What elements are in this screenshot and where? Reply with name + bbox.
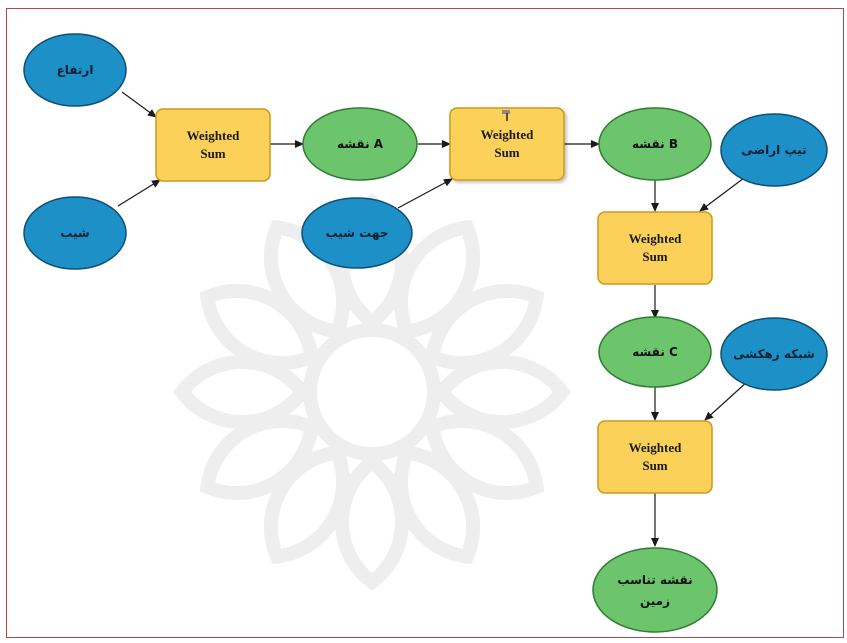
tool-label-line2: Sum [642,458,667,473]
input-node-drainage[interactable]: شبکه زهکشی [720,317,828,391]
edges [117,91,749,547]
edge-elev-ws1 [121,91,157,118]
tool-label-line2: Sum [494,145,519,160]
tool-node-weighted-sum-3[interactable]: Weighted Sum [597,211,713,285]
input-node-land-type[interactable]: تیپ اراضی [720,113,828,187]
watermark-petal [173,355,311,429]
node-label: شیب [60,226,89,240]
tool-label-line2: Sum [642,249,667,264]
output-node-map-b[interactable]: نقشه B [598,107,712,181]
output-node-map-a[interactable]: نقشه A [302,107,418,181]
watermark-rosette [173,193,571,591]
node-label-line1: نقشه تناسب [617,573,692,587]
tool-label-line1: Weighted [187,128,240,143]
node-label: ارتفاع [57,63,94,77]
tool-node-weighted-sum-4[interactable]: Weighted Sum [597,420,713,494]
node-label: نقشه A [337,137,384,151]
watermark-petal [335,453,409,591]
node-label: نقشه C [632,345,678,359]
tool-node-weighted-sum-1[interactable]: Weighted Sum [155,108,271,182]
tool-node-weighted-sum-2[interactable]: Weighted Sum [449,107,565,181]
node-label: شبکه زهکشی [733,347,815,361]
node-label: نقشه B [632,137,678,151]
edge-aspect-ws2 [397,178,453,209]
input-node-aspect[interactable]: جهت شیب [301,197,413,269]
tool-label-line1: Weighted [629,440,682,455]
input-node-elevation[interactable]: ارتفاع [23,33,127,107]
node-label: تیپ اراضی [741,143,806,157]
output-node-suitability-map[interactable]: نقشه تناسب زمین [592,547,718,633]
watermark-petal [433,355,571,429]
edge-drain-ws4 [704,380,749,421]
edge-slope-ws1 [117,179,161,207]
hammer-icon [502,110,510,121]
tool-label-line1: Weighted [629,231,682,246]
output-node-map-c[interactable]: نقشه C [598,316,712,388]
edge-land-ws3 [699,174,749,212]
node-label: جهت شیب [326,226,389,240]
tool-label-line2: Sum [200,146,225,161]
watermark-petal [263,219,351,339]
node-label-line2: زمین [640,594,670,608]
input-node-slope[interactable]: شیب [23,196,127,270]
tool-label-line1: Weighted [481,127,534,142]
